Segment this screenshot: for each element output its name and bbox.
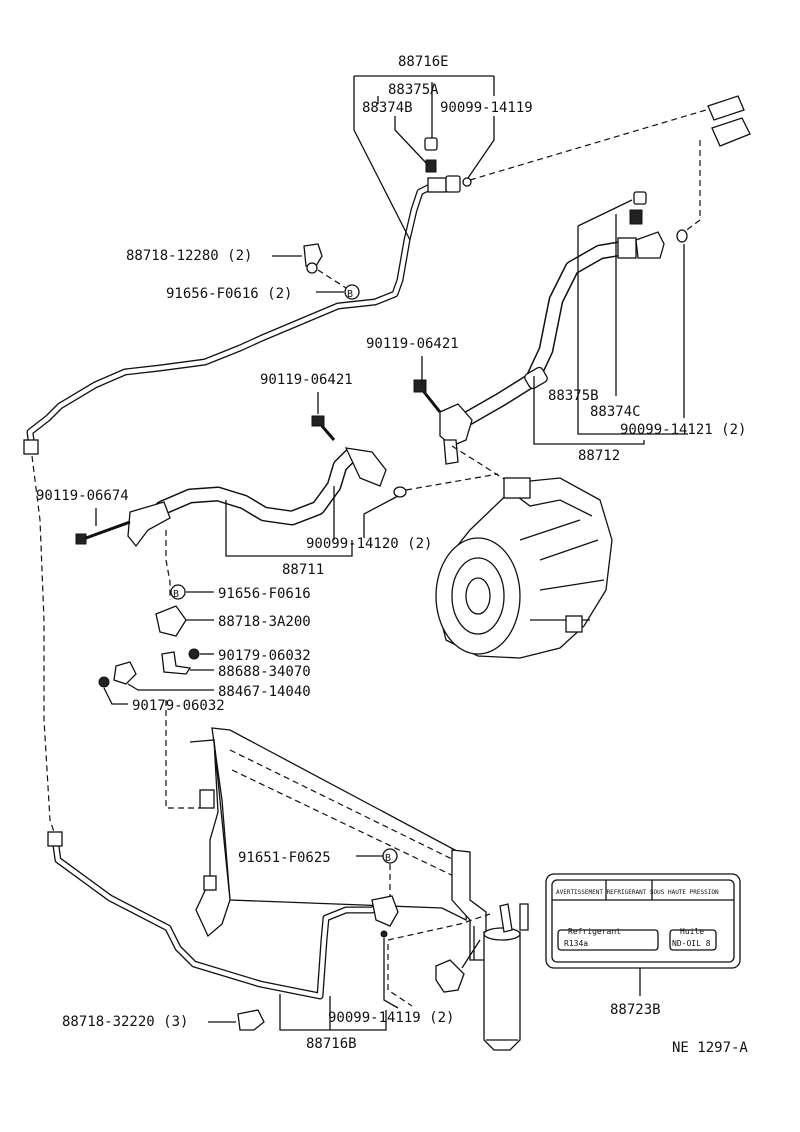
label-91656-F0616: 91656-F0616 — [218, 586, 311, 602]
label-90099-14121: 90099-14121 (2) — [620, 422, 746, 438]
lower-clamp-group: 88718-32220 (3) — [62, 1009, 265, 1031]
caution-refrigerant-value: R134a — [564, 939, 588, 948]
valve-core-c-icon — [629, 209, 643, 225]
label-88688-34070: 88688-34070 — [218, 664, 311, 680]
o-ring-discharge-icon — [393, 486, 407, 498]
label-88718-12280: 88718-12280 (2) — [126, 248, 252, 264]
tube-continuation-dash — [31, 455, 57, 839]
pipe-clamp-icon — [303, 243, 323, 267]
compressor-clutch-icon — [435, 537, 521, 655]
condenser-side-bracket-icon — [189, 739, 231, 938]
caution-oil-value: ND-OIL 8 — [672, 939, 711, 948]
valve-cap-icon — [424, 137, 438, 151]
nut-callout-icon — [170, 584, 186, 600]
caution-plate — [545, 873, 741, 969]
label-90179-06032-a: 90179-06032 — [218, 648, 311, 664]
label-90119-06674: 90119-06674 — [36, 488, 129, 504]
label-90099-14120: 90099-14120 (2) — [306, 536, 432, 552]
hose-nut-icon — [445, 175, 461, 193]
valve-cap-b-icon — [633, 191, 647, 205]
connection-dash — [405, 445, 513, 491]
discharge-hose-nut-icon — [344, 447, 387, 487]
bolt-head-icon — [75, 533, 87, 545]
charge-port-icon — [707, 95, 745, 121]
nut-callout-icon — [344, 284, 360, 300]
caution-oil-label: Huile — [680, 927, 704, 936]
nut-callout-letter: B — [347, 289, 353, 300]
screw-icon — [98, 676, 110, 688]
label-88723B: 88723B — [610, 1002, 661, 1018]
tube-end-fitting-icon — [47, 831, 63, 847]
condenser-link-dash — [165, 700, 200, 809]
screw-icon — [188, 648, 200, 660]
suction-block-fitting-icon — [439, 403, 473, 447]
bolt-head-icon — [311, 415, 325, 427]
label-88718-32220: 88718-32220 (3) — [62, 1014, 188, 1030]
label-88374B: 88374B — [362, 100, 413, 116]
tube-end-fitting-icon — [23, 439, 39, 455]
liquid-tube-group: 88716B — [47, 831, 399, 1052]
compressor-group — [435, 477, 613, 659]
label-88716B: 88716B — [306, 1036, 357, 1052]
caution-refrigerant-label: Refrigerant — [568, 927, 621, 936]
charge-port-group — [469, 95, 751, 233]
label-88711: 88711 — [282, 562, 324, 578]
bolt-long-group: 90119-06674 — [36, 488, 131, 545]
receiver-nut-group: 91651-F0625 B 90099-14119 (2) — [238, 848, 491, 1026]
receiver-fitting-lower-icon — [435, 959, 465, 993]
label-88375A: 88375A — [388, 82, 439, 98]
nut-callout-letter-lower: B — [385, 853, 391, 864]
label-90099-14119: 90099-14119 — [440, 100, 533, 116]
o-ring-icon — [462, 177, 472, 187]
suction-label-tree: 88375B 88374C 90099-14121 (2) 88712 — [533, 199, 746, 464]
clamp-mid-icon — [155, 605, 187, 637]
suction-hose-fitting-icon — [617, 237, 637, 259]
charge-port-adapter-icon — [711, 117, 751, 147]
o-ring-discharge-label-group: 90099-14120 (2) — [306, 495, 432, 552]
upper-clamp-group: 88718-12280 (2) 91656-F0616 (2) B — [126, 243, 360, 302]
label-88716E: 88716E — [398, 54, 449, 70]
discharge-block-fitting-icon — [127, 501, 171, 548]
bolt-suction-group: 90119-06421 — [366, 336, 459, 413]
receiver-fitting-icon — [371, 895, 399, 927]
label-88467-14040: 88467-14040 — [218, 684, 311, 700]
top-tube-group — [23, 137, 472, 455]
label-90119-06421-suction: 90119-06421 — [366, 336, 459, 352]
o-ring-bottom-icon — [380, 930, 388, 938]
pressure-switch-icon — [113, 661, 137, 685]
label-88375B: 88375B — [548, 388, 599, 404]
figure-reference: NE 1297-A — [672, 1040, 748, 1056]
caution-label-group: AVERTISSEMENT REFRIGERANT SOUS HAUTE PRE… — [545, 873, 741, 1018]
label-90119-06421-discharge: 90119-06421 — [260, 372, 353, 388]
suction-hose-group — [439, 191, 688, 465]
label-90179-06032-b: 90179-06032 — [132, 698, 225, 714]
condenser-group — [189, 727, 487, 961]
label-91651-F0625: 91651-F0625 — [238, 850, 331, 866]
label-88712: 88712 — [578, 448, 620, 464]
nut-callout-letter-mid: B — [173, 589, 179, 600]
label-90099-14119-2: 90099-14119 (2) — [328, 1010, 454, 1026]
bracket-icon — [161, 651, 192, 675]
condenser-core-icon — [211, 727, 471, 922]
suction-hose-nut-icon — [635, 231, 665, 259]
label-91656-F0616-upper: 91656-F0616 (2) — [166, 286, 292, 302]
receiver-group — [435, 903, 529, 1051]
discharge-hose-group: 88711 — [127, 447, 407, 578]
bolt-discharge-group: 90119-06421 — [260, 372, 353, 441]
top-label-tree: 88716E 88375A 88374B 90099-14119 — [353, 54, 533, 241]
bolt-head-icon — [413, 379, 427, 393]
valve-core-icon — [425, 159, 437, 173]
nut-callout-icon — [382, 848, 398, 864]
label-88374C: 88374C — [590, 404, 641, 420]
label-88718-3A200: 88718-3A200 — [218, 614, 311, 630]
clamp-lower-icon — [237, 1009, 265, 1031]
mid-parts-group: B 91656-F0616 88718-3A200 90179-06032 88… — [98, 530, 311, 714]
caution-plate-header: AVERTISSEMENT REFRIGERANT SOUS HAUTE PRE… — [556, 889, 719, 896]
o-ring-suction-icon — [676, 229, 688, 243]
service-valve-fitting-icon — [427, 177, 447, 193]
receiver-dryer-icon — [483, 931, 521, 1051]
